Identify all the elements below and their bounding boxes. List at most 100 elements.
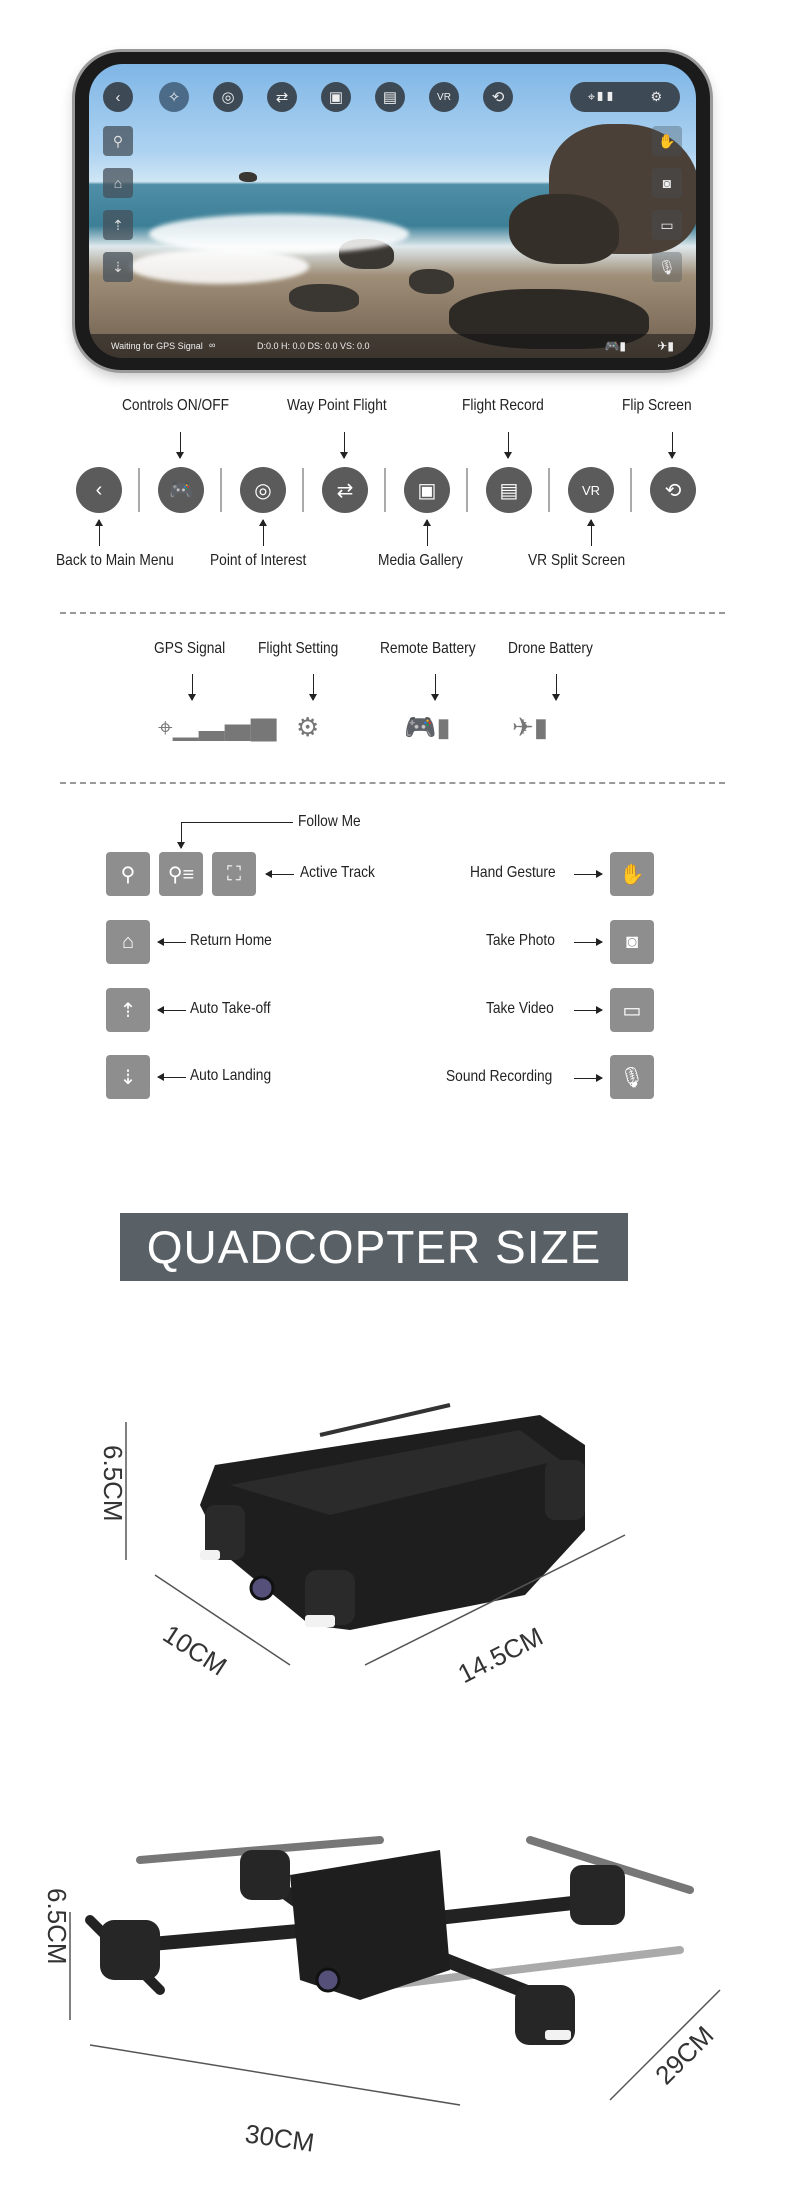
motor <box>240 1850 290 1900</box>
return-home-icon[interactable]: ⌂ <box>103 168 133 198</box>
phone-mockup: ‹ ✧ ◎ ⇄ ▣ ▤ VR ⟲ ⌖▮▮ ⚙ ⚲ ⌂ ⇡ ⇣ ✋ ◙ ▭ 🎙 W… <box>75 52 710 370</box>
rock <box>239 172 257 182</box>
label-flight-record: Flight Record <box>462 397 544 414</box>
label-flip-screen: Flip Screen <box>622 397 692 414</box>
arm <box>305 1570 355 1625</box>
gps-signal-icon: ⌖▁▃▅▇ <box>158 712 277 742</box>
dimension-height-unfolded: 6.5CM <box>42 1888 72 1965</box>
controller-icon[interactable]: ✧ <box>159 82 189 112</box>
drone-body <box>290 1850 450 2000</box>
rock <box>409 269 454 294</box>
dimension-line-depth <box>154 1574 291 1666</box>
arrow <box>574 938 603 946</box>
label-sound-recording: Sound Recording <box>446 1068 553 1085</box>
mic-icon[interactable]: 🎙 <box>652 252 682 282</box>
wave <box>129 249 309 284</box>
remote-battery-icon: 🎮▮ <box>404 712 451 742</box>
light <box>200 1550 220 1560</box>
connector <box>181 822 293 823</box>
back-icon[interactable]: ‹ <box>103 82 133 112</box>
arm <box>545 1460 585 1520</box>
dashed-divider <box>60 782 725 784</box>
arrow <box>95 519 103 546</box>
light <box>545 2030 571 2040</box>
flip-icon[interactable]: ⟲ <box>483 82 513 112</box>
back-icon: ‹ <box>76 467 122 513</box>
landing-icon: ⇣ <box>106 1055 150 1099</box>
motor <box>100 1920 160 1980</box>
takeoff-icon[interactable]: ⇡ <box>103 210 133 240</box>
folded-drone <box>200 1403 585 1630</box>
divider <box>630 468 632 512</box>
active-track-icon: ⛶ <box>212 852 256 896</box>
poi-icon[interactable]: ◎ <box>213 82 243 112</box>
propeller <box>386 1946 684 1989</box>
arrow <box>157 938 186 946</box>
rock <box>509 194 619 264</box>
light <box>305 1615 335 1627</box>
arrow <box>259 519 267 546</box>
folded-drone-illustration <box>125 1403 626 1666</box>
vr-icon[interactable]: VR <box>429 82 459 112</box>
remote-battery-icon: 🎮▮ <box>604 339 626 353</box>
arrow <box>668 432 676 459</box>
arrow <box>177 822 185 849</box>
arm <box>139 1923 311 1952</box>
gps-settings-pill: ⌖▮▮ ⚙ <box>570 82 680 112</box>
label-gps-signal: GPS Signal <box>154 640 226 657</box>
waypoint-icon: ⇄ <box>322 467 368 513</box>
motor <box>570 1865 625 1925</box>
label-auto-takeoff: Auto Take-off <box>190 1000 271 1017</box>
arrow <box>265 870 294 878</box>
arrow <box>423 519 431 546</box>
arrow <box>188 674 196 701</box>
record-icon[interactable]: ▤ <box>375 82 405 112</box>
takeoff-icon: ⇡ <box>106 988 150 1032</box>
label-return-home: Return Home <box>190 932 272 949</box>
mic-icon: 🎙 <box>610 1055 654 1099</box>
video-icon[interactable]: ▭ <box>652 210 682 240</box>
dashed-divider <box>60 612 725 614</box>
gesture-icon[interactable]: ✋ <box>652 126 682 156</box>
landing-icon[interactable]: ⇣ <box>103 252 133 282</box>
gear-icon[interactable]: ⚙ <box>650 89 663 104</box>
label-follow-me: Follow Me <box>298 813 361 830</box>
divider <box>220 468 222 512</box>
camera-icon[interactable]: ◙ <box>652 168 682 198</box>
return-home-icon: ⌂ <box>106 920 150 964</box>
status-bar: Waiting for GPS Signal ∞ D:0.0 H: 0.0 DS… <box>89 334 696 358</box>
follow-me-icon: ⚲≡ <box>159 852 203 896</box>
vr-icon: VR <box>568 467 614 513</box>
label-hand-gesture: Hand Gesture <box>470 864 556 881</box>
person-icon: ⚲ <box>106 852 150 896</box>
unfolded-drone <box>85 1836 694 2045</box>
arrow <box>574 1006 603 1014</box>
label-remote-battery: Remote Battery <box>380 640 476 657</box>
arrow <box>574 870 603 878</box>
label-drone-battery: Drone Battery <box>508 640 593 657</box>
arrow <box>309 674 317 701</box>
divider <box>466 468 468 512</box>
label-vr-split: VR Split Screen <box>528 552 626 569</box>
dimension-height-folded: 6.5CM <box>98 1445 128 1522</box>
dimension-line-length <box>364 1534 626 1666</box>
arrow <box>176 432 184 459</box>
waypoint-icon[interactable]: ⇄ <box>267 82 297 112</box>
gps-status-text: Waiting for GPS Signal <box>111 341 203 351</box>
arrow <box>552 674 560 701</box>
label-flight-setting: Flight Setting <box>258 640 339 657</box>
drone-top <box>230 1430 560 1515</box>
rock <box>289 284 359 312</box>
poi-icon: ◎ <box>240 467 286 513</box>
camera-lens <box>249 1575 275 1601</box>
arrow <box>587 519 595 546</box>
follow-icon[interactable]: ⚲ <box>103 126 133 156</box>
gear-icon: ⚙ <box>296 712 320 742</box>
gallery-icon[interactable]: ▣ <box>321 82 351 112</box>
telemetry-text: D:0.0 H: 0.0 DS: 0.0 VS: 0.0 <box>257 341 370 351</box>
divider <box>302 468 304 512</box>
controller-icon: 🎮 <box>158 467 204 513</box>
label-auto-landing: Auto Landing <box>190 1067 272 1084</box>
dimension-line-depth <box>609 1989 721 2101</box>
label-active-track: Active Track <box>300 864 375 881</box>
